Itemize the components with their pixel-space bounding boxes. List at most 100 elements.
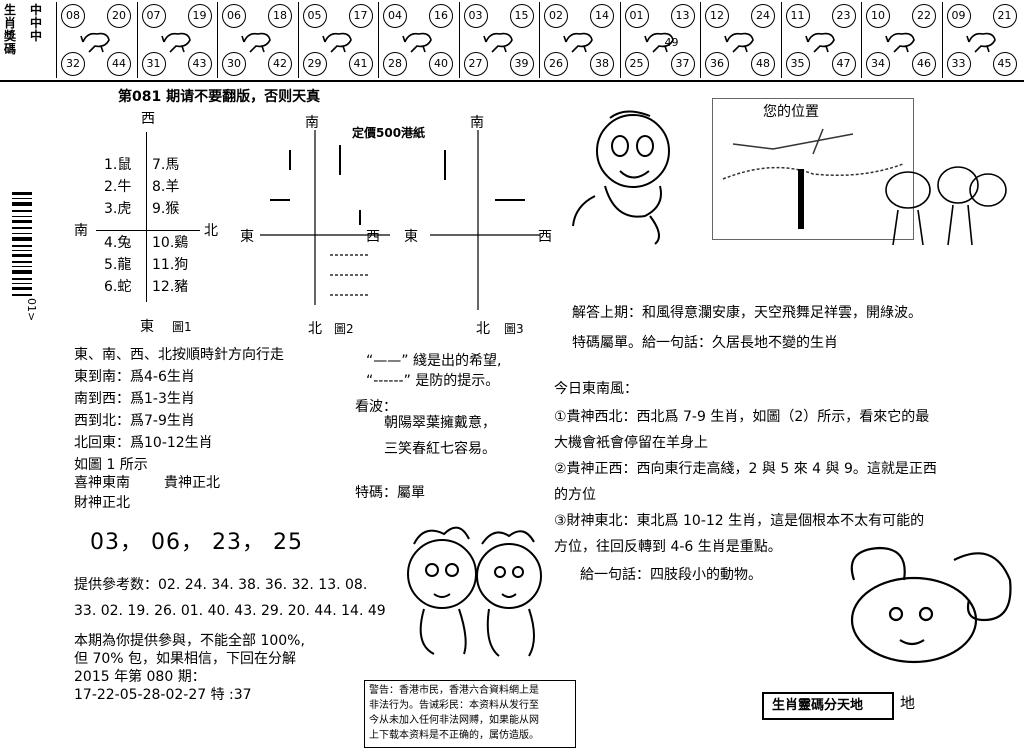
fig2-west: 西 bbox=[366, 229, 380, 245]
point-2a: ②貴神正西：西向東行走高綫，2 與 5 來 4 與 9。這就是正西 bbox=[554, 461, 937, 477]
zodiac-number-bottom-right: 40 bbox=[429, 52, 453, 76]
zodiac-code-suffix: 地 bbox=[900, 694, 916, 712]
zodiac-list-item: 7.馬 bbox=[152, 157, 180, 173]
zodiac-list-item: 2.牛 bbox=[104, 179, 132, 195]
zodiac-number-bottom-right: 38 bbox=[590, 52, 614, 76]
wind-today: 今日東南風： bbox=[554, 381, 638, 397]
fig3-lines bbox=[430, 130, 540, 310]
zodiac-number-top-right: 17 bbox=[348, 4, 373, 28]
zodiac-number-bottom-right: 47 bbox=[831, 52, 856, 76]
reference-numbers-2: 33. 02. 19. 26. 01. 40. 43. 29. 20. 44. … bbox=[74, 603, 386, 619]
zodiac-number-top-right: 15 bbox=[509, 4, 534, 28]
zodiac-number-bottom-left: 26 bbox=[544, 52, 568, 76]
zodiac-number-bottom-right: 43 bbox=[187, 52, 212, 76]
zodiac-number-bottom-left: 36 bbox=[705, 52, 729, 76]
zodiac-animal-icon bbox=[563, 32, 593, 53]
fig1-west: 西 bbox=[141, 111, 155, 127]
zodiac-number-bottom-right: 41 bbox=[348, 52, 373, 76]
zodiac-number-top-left: 05 bbox=[302, 4, 327, 28]
tiger-cartoon bbox=[565, 96, 715, 246]
point-1b: 大機會衹會停留在羊身上 bbox=[554, 435, 708, 451]
direction-rule: 北回東：爲10-12生肖 bbox=[74, 435, 213, 451]
figure-reference: 如圖 1 所示 bbox=[74, 457, 148, 473]
zodiac-number-bottom-left: 30 bbox=[222, 52, 246, 76]
zodiac-list-item: 8.羊 bbox=[152, 179, 180, 195]
special-hint: 特碼屬單。給一句話：久居長地不變的生肖 bbox=[572, 335, 838, 351]
barcode-label: 01> bbox=[25, 298, 38, 322]
zodiac-number-top-left: 02 bbox=[544, 4, 568, 28]
zodiac-number-top-left: 04 bbox=[383, 4, 407, 28]
fig2-east: 東 bbox=[240, 229, 254, 245]
zodiac-animal-icon bbox=[241, 32, 271, 53]
zodiac-list-item: 4.兔 bbox=[104, 235, 132, 251]
zodiac-number-bottom-left: 27 bbox=[463, 52, 488, 76]
zodiac-number-bottom-right: 45 bbox=[992, 52, 1017, 76]
price-label: 定價500港紙 bbox=[352, 126, 426, 140]
answer-previous: 解答上期：和風得意瀾安康，天空飛舞足祥雲，開綠波。 bbox=[572, 305, 922, 321]
fig3-north: 北 bbox=[476, 321, 490, 337]
fig2-lines bbox=[260, 130, 390, 305]
zodiac-list-item: 12.豬 bbox=[152, 279, 189, 295]
main-numbers: 03， 06， 23， 25 bbox=[90, 530, 303, 555]
zodiac-number-bottom-left: 25 bbox=[624, 52, 649, 76]
zodiac-number-top-left: 01 bbox=[624, 4, 649, 28]
zodiac-cell: 09 21 33 45 bbox=[941, 2, 1021, 78]
zodiac-number-top-right: 20 bbox=[107, 4, 131, 28]
location-illustration: 您的位置 bbox=[712, 98, 914, 240]
promo-line-2: 但 70% 包，如果相信，下回在分解 bbox=[74, 651, 297, 667]
point-3b: 方位，往回反轉到 4-6 生肖是重點。 bbox=[554, 539, 782, 555]
zodiac-number-top-left: 11 bbox=[785, 4, 810, 28]
fig1-horizontal-line bbox=[96, 230, 200, 231]
zodiac-number-bottom-right: 46 bbox=[912, 52, 936, 76]
zodiac-animal-icon bbox=[80, 32, 110, 53]
zodiac-animal-icon bbox=[482, 32, 513, 53]
zodiac-animal-icon bbox=[643, 32, 674, 53]
zodiac-number-bottom-left: 32 bbox=[61, 52, 85, 76]
barcode-icon bbox=[12, 192, 32, 296]
zodiac-number-bottom-left: 31 bbox=[141, 52, 166, 76]
zodiac-number-top-right: 19 bbox=[187, 4, 212, 28]
zodiac-animal-icon bbox=[885, 32, 915, 53]
reference-numbers-1: 提供參考数：02. 24. 34. 38. 36. 32. 13. 08. bbox=[74, 577, 368, 593]
gods-north: 貴神正北 bbox=[164, 475, 220, 491]
warning-line-1: 警告：香港市民，香港六合資料網上是 bbox=[369, 685, 539, 696]
zodiac-list-item: 1.鼠 bbox=[104, 157, 132, 173]
fig2-caption: 圖2 bbox=[334, 322, 354, 336]
zodiac-number-bottom-left: 33 bbox=[946, 52, 971, 76]
fig3-south: 南 bbox=[470, 115, 484, 131]
fig2-north: 北 bbox=[308, 321, 322, 337]
zodiac-number-top-right: 13 bbox=[670, 4, 695, 28]
fig1-vertical-line bbox=[146, 132, 147, 302]
zodiac-number-bottom-left: 29 bbox=[302, 52, 327, 76]
zodiac-number-top-right: 21 bbox=[992, 4, 1017, 28]
zodiac-cell: 02 14 26 38 bbox=[539, 2, 618, 78]
rules-intro: 東、南、西、北按順時針方向行走 bbox=[74, 347, 284, 363]
zodiac-number-bottom-right: 48 bbox=[751, 52, 775, 76]
zodiac-list-item: 6.蛇 bbox=[104, 279, 132, 295]
direction-rule: 西到北：爲7-9生肖 bbox=[74, 413, 195, 429]
fig3-west: 西 bbox=[538, 229, 552, 245]
direction-rule: 南到西：爲1-3生肖 bbox=[74, 391, 195, 407]
zodiac-list-item: 11.狗 bbox=[152, 257, 189, 273]
strip-divider bbox=[0, 80, 1024, 82]
zodiac-code-label: 生肖靈碼分天地 bbox=[772, 698, 864, 713]
final-hint: 給一句話：四肢段小的動物。 bbox=[580, 567, 762, 583]
fig1-east: 東 bbox=[140, 319, 154, 335]
zodiac-number-top-left: 03 bbox=[463, 4, 488, 28]
zodiac-list-item: 9.猴 bbox=[152, 201, 180, 217]
zodiac-number-bottom-left: 28 bbox=[383, 52, 407, 76]
zodiac-list-item: 10.鷄 bbox=[152, 235, 189, 251]
poem-line-2: 三笑春紅七容易。 bbox=[384, 441, 496, 457]
zodiac-number-top-left: 09 bbox=[946, 4, 971, 28]
animal-cartoons bbox=[868, 150, 1018, 250]
zodiac-number-top-right: 14 bbox=[590, 4, 614, 28]
promo-line-1: 本期為你提供參與，不能全部 100%, bbox=[74, 633, 305, 649]
arrow-path-icon bbox=[722, 128, 904, 229]
